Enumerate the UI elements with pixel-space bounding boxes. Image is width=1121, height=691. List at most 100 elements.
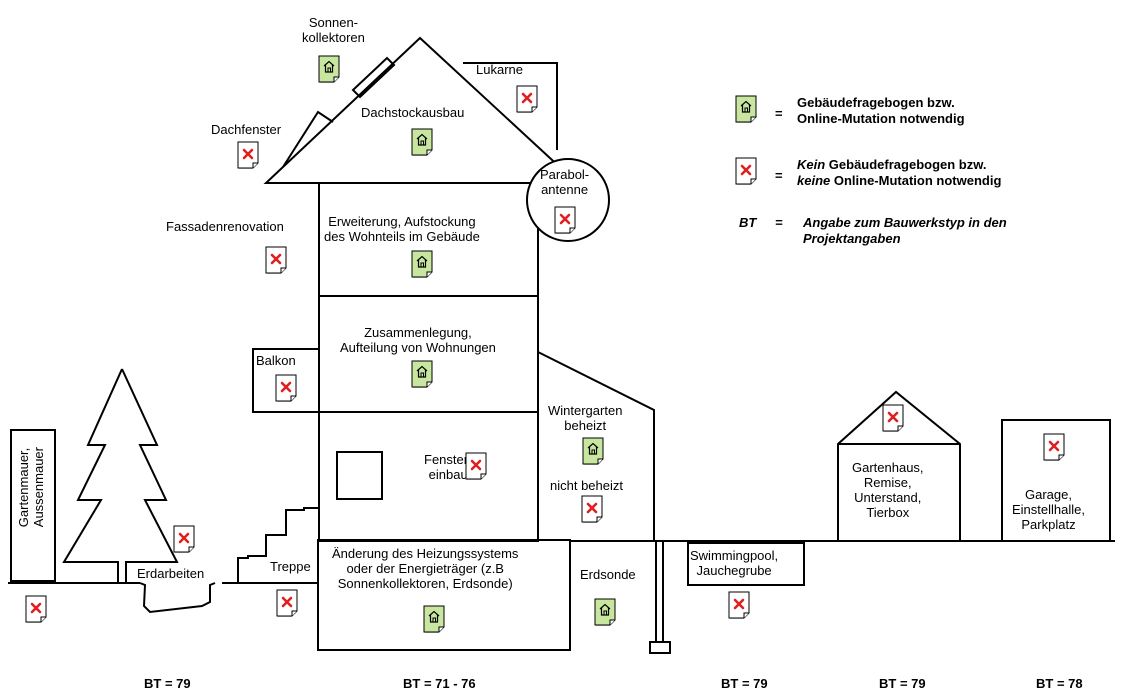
bt-label-garage: BT = 78 [1036, 676, 1083, 691]
stairs [237, 507, 319, 583]
label-line: Aussenmauer [31, 447, 46, 528]
winter-garden [537, 351, 655, 541]
window [336, 451, 383, 500]
green-house-document-icon [735, 95, 757, 123]
legend-required-text: Gebäudefragebogen bzw. Online-Mutation n… [797, 95, 965, 127]
bt-label-house: BT = 71 - 76 [403, 676, 476, 691]
green-house-document-icon [594, 598, 616, 626]
label-erdarbeiten: Erdarbeiten [137, 566, 205, 581]
green-house-document-icon [411, 360, 433, 388]
bt-label-garden: BT = 79 [144, 676, 191, 691]
label-line: Gartenhaus, [852, 460, 924, 475]
label-line: Swimmingpool, [690, 548, 779, 563]
label-line: Sonnen- [308, 15, 359, 30]
label-lukarne: Lukarne [476, 62, 523, 77]
label-line: Garage, [1025, 487, 1072, 502]
label-line: Änderung des Heizungssystems [332, 546, 519, 561]
red-cross-document-icon [275, 374, 297, 402]
label-wintergarten: Wintergarten beheizt [548, 403, 622, 433]
house-basement [317, 539, 571, 651]
red-cross-document-icon [1043, 433, 1065, 461]
label-line: einbau [428, 467, 468, 482]
label-balkon: Balkon [256, 353, 296, 368]
label-sonnenkollektoren: Sonnen- kollektoren [302, 15, 365, 45]
green-house-document-icon [582, 437, 604, 465]
label-line: Gartenmauer, [16, 447, 31, 527]
label-line: antenne [541, 182, 589, 197]
dormer-lukarne [463, 62, 558, 150]
legend-line: Online-Mutation notwendig [797, 111, 965, 126]
legend-eq-not-required: = [775, 168, 783, 183]
red-cross-document-icon [265, 246, 287, 274]
red-cross-document-icon [173, 525, 195, 553]
label-line: Parabol- [540, 167, 590, 182]
label-parabolantenne: Parabol- antenne [540, 167, 589, 197]
legend-line: Kein Gebäudefragebogen bzw. [797, 157, 1001, 173]
label-line: Wintergarten [548, 403, 623, 418]
legend-line-rest: Gebäudefragebogen bzw. [825, 157, 987, 172]
label-swimmingpool: Swimmingpool, Jauchegrube [690, 548, 778, 578]
label-gartenhaus: Gartenhaus, Remise, Unterstand, Tierbox [852, 460, 924, 520]
red-cross-document-icon [276, 589, 298, 617]
label-nicht-beheizt: nicht beheizt [550, 478, 623, 493]
label-line: Unterstand, [854, 490, 922, 505]
label-line: Fenster- [424, 452, 473, 467]
fir-tree [62, 368, 179, 584]
satellite-dish-circle [526, 158, 610, 242]
red-cross-document-icon [554, 206, 576, 234]
red-cross-document-icon [237, 141, 259, 169]
legend-eq-bt: = [775, 215, 783, 230]
red-cross-document-icon [25, 595, 47, 623]
legend-line-rest: Online-Mutation notwendig [830, 173, 1002, 188]
green-house-document-icon [423, 605, 445, 633]
house-roof [263, 36, 580, 184]
label-erdsonde: Erdsonde [580, 567, 636, 582]
label-zusammenlegung: Zusammenlegung, Aufteilung von Wohnungen [340, 325, 496, 355]
red-cross-document-icon [728, 591, 750, 619]
legend-line: Gebäudefragebogen bzw. [797, 95, 955, 110]
solar-panel [351, 56, 396, 99]
excavation-pit [139, 582, 216, 614]
red-cross-document-icon [581, 495, 603, 523]
label-line: Einstellhalle, [1012, 502, 1085, 517]
balcony [252, 348, 320, 413]
geothermal-probe-end [649, 641, 671, 654]
label-line: Zusammenlegung, [364, 325, 472, 340]
garden-wall [10, 429, 56, 582]
legend-bt-text: Angabe zum Bauwerkstyp in den Projektang… [803, 215, 1007, 247]
legend-line: keine Online-Mutation notwendig [797, 173, 1001, 189]
green-house-document-icon [411, 250, 433, 278]
green-house-document-icon [411, 128, 433, 156]
label-garage: Garage, Einstellhalle, Parkplatz [1012, 487, 1085, 532]
label-treppe: Treppe [270, 559, 311, 574]
red-cross-document-icon [516, 85, 538, 113]
label-line: Sonnenkollektoren, Erdsonde) [337, 576, 513, 591]
label-line: Parkplatz [1021, 517, 1076, 532]
label-fenstereinbau: Fenster- einbau [424, 452, 472, 482]
legend-eq-required: = [775, 106, 783, 121]
label-heizung: Änderung des Heizungssystems oder der En… [332, 546, 518, 591]
label-dachstockausbau: Dachstockausbau [361, 105, 465, 120]
green-house-document-icon [318, 55, 340, 83]
label-line: Remise, [863, 475, 912, 490]
red-cross-document-icon [882, 404, 904, 432]
red-cross-document-icon [735, 157, 757, 185]
swimming-pool [687, 542, 805, 586]
label-line: Tierbox [866, 505, 910, 520]
label-line: des Wohnteils im Gebäude [324, 229, 480, 244]
label-dachfenster: Dachfenster [211, 122, 282, 137]
red-cross-document-icon [465, 452, 487, 480]
garage [1001, 419, 1111, 541]
label-line: Erweiterung, Aufstockung [328, 214, 476, 229]
legend-line: Angabe zum Bauwerkstyp in den [803, 215, 1007, 230]
bt-label-shed: BT = 79 [879, 676, 926, 691]
garden-shed [837, 390, 961, 541]
legend-keine: keine [797, 173, 831, 188]
legend-bt-key: BT [739, 215, 757, 230]
label-line: Jauchegrube [696, 563, 772, 578]
bt-label-pool: BT = 79 [721, 676, 768, 691]
label-fassadenrenovation: Fassadenrenovation [166, 219, 284, 234]
legend-kein: Kein [797, 157, 826, 172]
label-gartenmauer: Gartenmauer, Aussenmauer [16, 447, 46, 527]
